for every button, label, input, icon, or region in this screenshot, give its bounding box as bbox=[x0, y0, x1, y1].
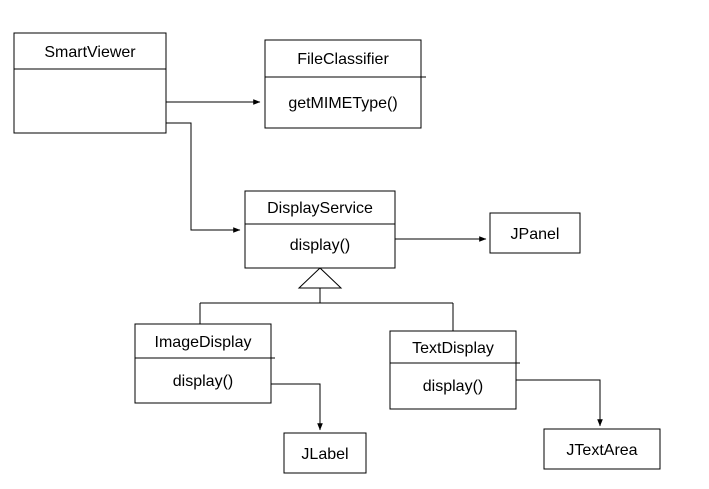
class-name-jlabel: JLabel bbox=[301, 446, 348, 463]
class-displayservice: DisplayService display() bbox=[244, 190, 396, 269]
class-box-smartviewer bbox=[13, 32, 167, 134]
class-box-imagedisplay bbox=[134, 323, 272, 404]
method-textdisplay-display: display() bbox=[423, 378, 483, 395]
class-box-jlabel bbox=[283, 432, 367, 474]
class-smartviewer: SmartViewer bbox=[13, 32, 167, 134]
generalization-triangle-icon bbox=[297, 267, 343, 289]
class-imagedisplay: ImageDisplay display() bbox=[134, 323, 275, 404]
class-name-fileclassifier: FileClassifier bbox=[297, 51, 389, 68]
method-imagedisplay-display: display() bbox=[173, 373, 233, 390]
class-jlabel: JLabel bbox=[283, 432, 367, 474]
class-box-fileclassifier bbox=[264, 39, 422, 129]
class-box-displayservice bbox=[244, 190, 396, 269]
class-fileclassifier: FileClassifier getMIMEType() bbox=[264, 39, 426, 129]
method-displayservice-display: display() bbox=[290, 237, 350, 254]
method-getmimetype: getMIMEType() bbox=[288, 95, 397, 112]
class-name-smartviewer: SmartViewer bbox=[44, 44, 136, 61]
association-textdisplay-jtextarea-arrow bbox=[516, 379, 603, 427]
class-name-displayservice: DisplayService bbox=[267, 200, 373, 217]
class-name-jpanel: JPanel bbox=[511, 226, 560, 243]
class-box-jtextarea bbox=[543, 428, 661, 470]
class-jtextarea: JTextArea bbox=[543, 428, 661, 470]
class-box-jpanel bbox=[489, 212, 581, 254]
class-textdisplay: TextDisplay display() bbox=[389, 330, 520, 410]
class-name-imagedisplay: ImageDisplay bbox=[155, 334, 252, 351]
class-name-textdisplay: TextDisplay bbox=[412, 340, 494, 357]
class-jpanel: JPanel bbox=[489, 212, 581, 254]
class-box-textdisplay bbox=[389, 330, 517, 410]
association-smartviewer-displayservice-arrow bbox=[166, 122, 241, 233]
association-imagedisplay-jlabel-arrow bbox=[271, 383, 323, 431]
class-name-jtextarea: JTextArea bbox=[566, 442, 637, 459]
